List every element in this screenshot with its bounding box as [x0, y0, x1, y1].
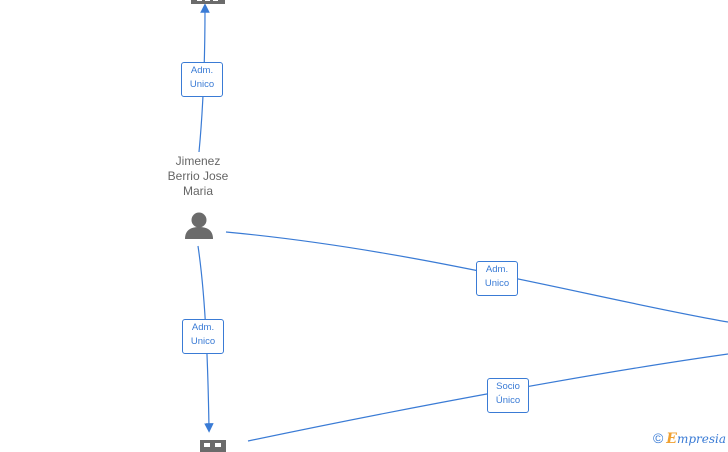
relationship-label-down[interactable]: Adm. Unico — [182, 319, 224, 354]
person-name-line: Berrio Jose — [167, 169, 229, 183]
relationship-label-line: Unico — [190, 336, 216, 347]
relationship-label-line: Unico — [189, 79, 215, 90]
copyright-symbol: © — [652, 430, 664, 446]
person-icon[interactable] — [184, 211, 214, 240]
relationship-label-line: Adm. — [485, 264, 509, 275]
relationship-label-line: Unico — [484, 278, 510, 289]
company-icon[interactable] — [200, 438, 226, 452]
relationship-label-top[interactable]: Adm. Unico — [181, 62, 223, 97]
relationship-label-socio[interactable]: Socio Único — [487, 378, 529, 413]
watermark: ©Empresia — [653, 430, 726, 447]
relationship-label-line: Único — [495, 395, 521, 406]
company-icon[interactable] — [191, 0, 225, 6]
relationship-label-line: Adm. — [191, 322, 215, 333]
brand-initial: E — [666, 431, 677, 447]
brand-name: mpresia — [676, 432, 726, 446]
person-name-line: Jimenez — [175, 154, 221, 168]
relationship-label-line: Adm. — [190, 65, 214, 76]
relationship-label-right[interactable]: Adm. Unico — [476, 261, 518, 296]
person-name-line: Maria — [182, 184, 213, 198]
relationship-label-line: Socio — [496, 381, 520, 392]
person-name[interactable]: Jimenez Berrio Jose Maria — [148, 154, 248, 199]
